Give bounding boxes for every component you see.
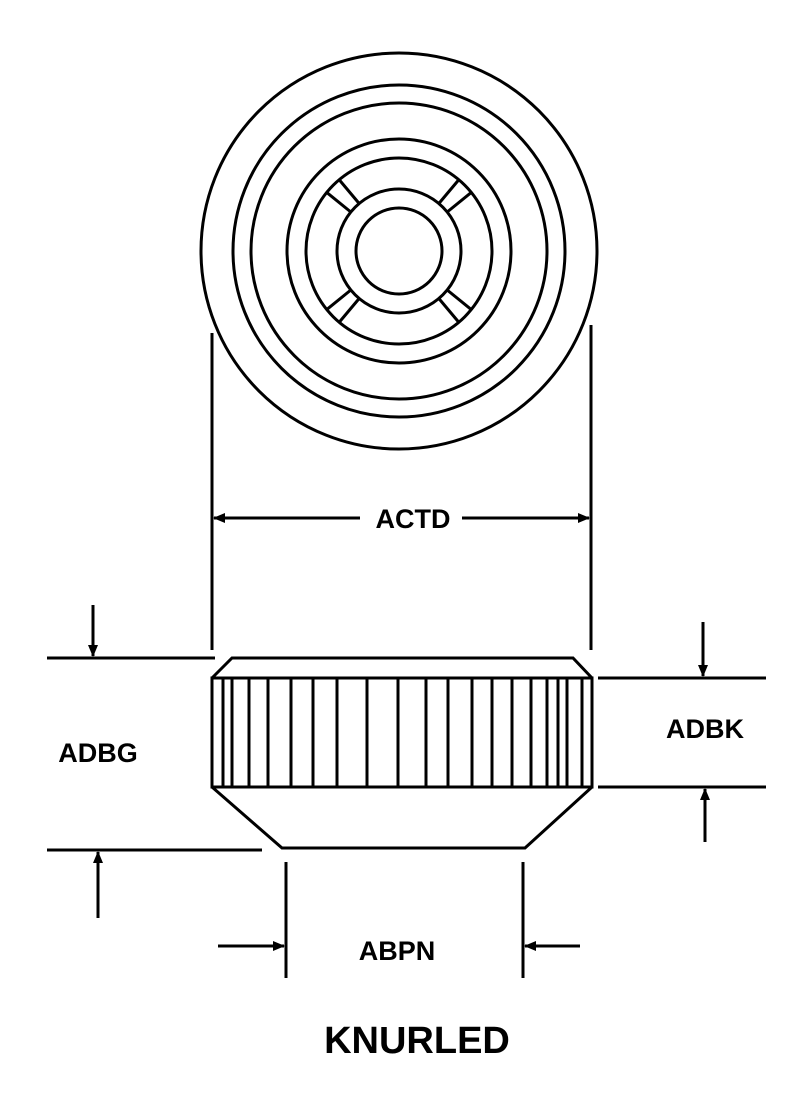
spoke-line (446, 191, 473, 214)
side-view (210, 656, 594, 850)
spoke-line (338, 297, 361, 324)
spoke-line (437, 178, 460, 205)
abpn-dimension: ABPN (218, 862, 580, 978)
knurl-lines (221, 678, 584, 787)
top-view (199, 51, 599, 451)
actd-dimension: ACTD (210, 325, 593, 650)
abpn-label: ABPN (359, 936, 436, 966)
drawing-title: KNURLED (324, 1020, 510, 1062)
adbk-dimension: ADBK (598, 622, 766, 842)
spoke-line (325, 191, 352, 214)
spoke-line (437, 297, 460, 324)
spoke-line (325, 288, 352, 311)
adbk-label: ADBK (666, 714, 744, 744)
spoke-line (446, 288, 473, 311)
adbg-dimension: ADBG (47, 605, 262, 918)
spokes (325, 178, 473, 324)
adbg-label: ADBG (58, 738, 138, 768)
spoke-line (338, 178, 361, 205)
actd-label: ACTD (376, 504, 451, 534)
